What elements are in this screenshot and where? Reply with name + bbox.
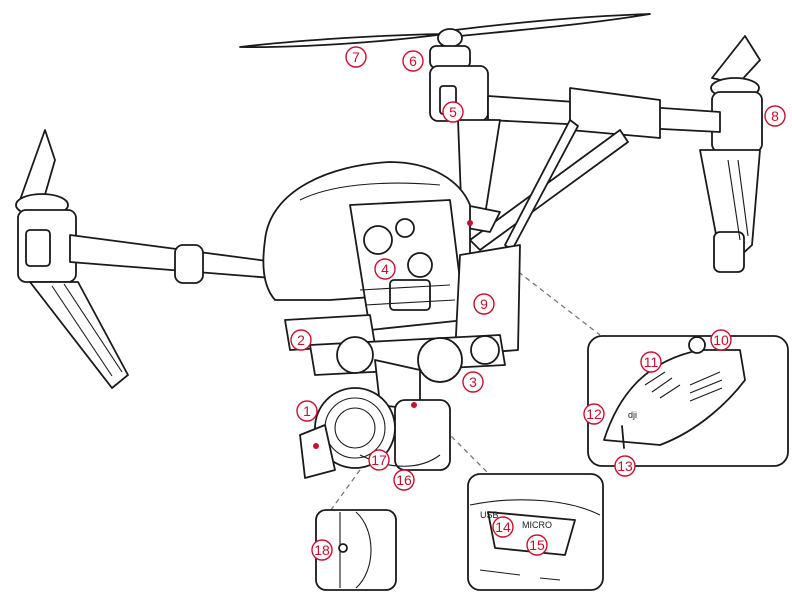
svg-text:15: 15 — [529, 537, 545, 553]
svg-text:10: 10 — [713, 332, 729, 348]
callout-8: 8 — [764, 105, 786, 127]
micro-port-label: MICRO — [522, 520, 552, 530]
callout-13: 13 — [614, 455, 636, 477]
svg-text:9: 9 — [480, 296, 488, 312]
callout-16: 16 — [393, 469, 415, 491]
callout-11: 11 — [640, 351, 662, 373]
svg-text:11: 11 — [644, 354, 659, 370]
svg-text:6: 6 — [409, 53, 417, 69]
callout-9: 9 — [473, 293, 495, 315]
propeller-right — [699, 35, 763, 273]
callout-17: 17 — [368, 449, 390, 471]
arms — [69, 87, 721, 284]
callout-4: 4 — [374, 258, 396, 280]
svg-text:12: 12 — [586, 406, 602, 422]
callout-1: 1 — [296, 400, 318, 422]
propeller-left — [15, 129, 129, 389]
leader-micro-port — [444, 429, 496, 481]
gimbal-camera — [284, 314, 506, 479]
svg-text:3: 3 — [469, 374, 477, 390]
callout-14: 14 — [492, 516, 514, 538]
marker-dot-lens — [313, 443, 319, 449]
svg-text:18: 18 — [314, 542, 330, 558]
battery-inset: dji — [587, 335, 789, 467]
svg-text:8: 8 — [771, 108, 779, 124]
svg-text:2: 2 — [297, 332, 305, 348]
callout-7: 7 — [345, 46, 367, 68]
svg-text:7: 7 — [352, 49, 360, 65]
marker-dot-arm — [467, 220, 473, 226]
callout-18: 18 — [311, 539, 333, 561]
callout-5: 5 — [442, 101, 464, 123]
callout-10: 10 — [710, 329, 732, 351]
svg-text:13: 13 — [617, 458, 633, 474]
callout-12: 12 — [583, 403, 605, 425]
svg-text:16: 16 — [396, 472, 412, 488]
callout-3: 3 — [462, 371, 484, 393]
svg-text:4: 4 — [381, 261, 389, 277]
svg-text:17: 17 — [371, 452, 387, 468]
svg-text:14: 14 — [495, 519, 511, 535]
callout-2: 2 — [290, 329, 312, 351]
svg-text:1: 1 — [303, 403, 311, 419]
svg-text:5: 5 — [449, 104, 457, 120]
usb-port-label: USB — [480, 510, 499, 520]
micro-sd-inset: USB MICRO — [467, 473, 604, 591]
marker-dot-gimbal — [411, 402, 417, 408]
aircraft-body — [262, 161, 521, 356]
callout-6: 6 — [402, 50, 424, 72]
battery-logo: dji — [628, 410, 637, 420]
callout-15: 15 — [526, 534, 548, 556]
